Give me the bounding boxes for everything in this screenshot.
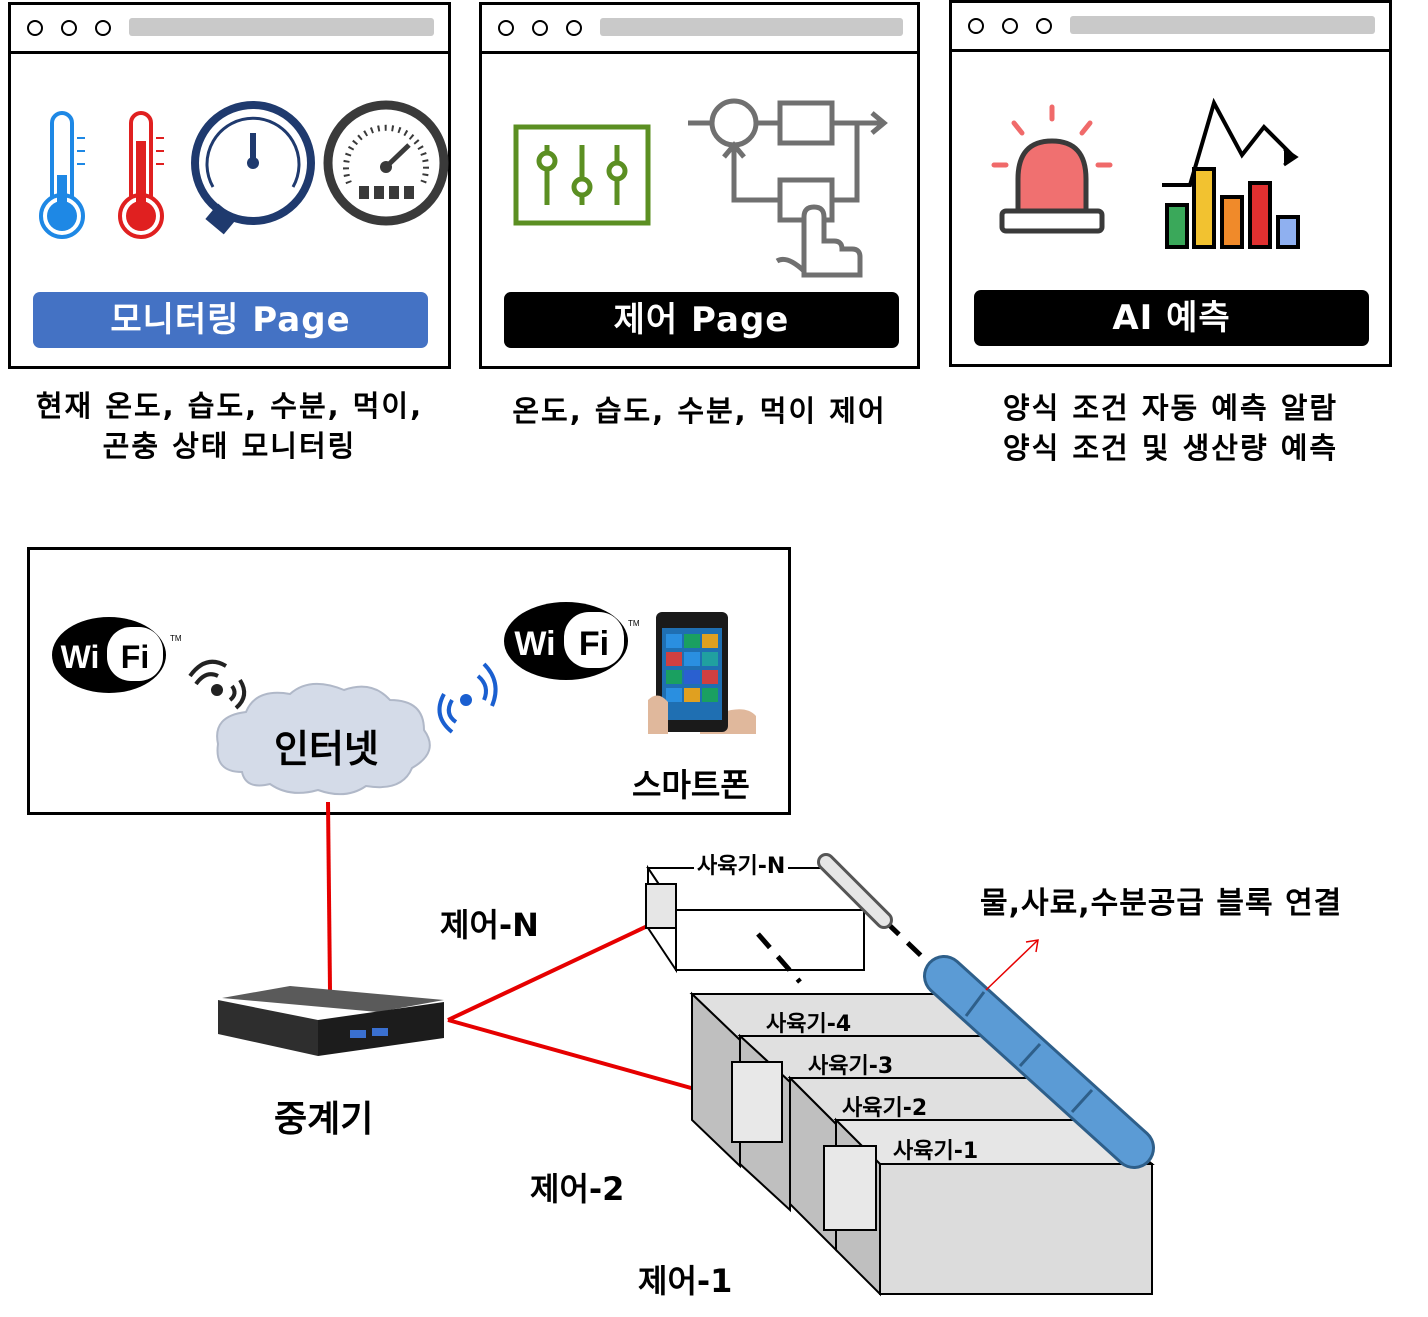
dashed-connector [756, 932, 802, 984]
window-dot [61, 20, 77, 36]
window-dot [498, 20, 514, 36]
window-dot [1036, 18, 1052, 34]
pressure-gauge-icon [191, 101, 315, 235]
hand-pointer-icon [775, 204, 863, 278]
caption-line: 양식 조건 및 생산량 예측 [1002, 431, 1339, 465]
signal-waves-right-icon [437, 662, 498, 734]
supply-arrow [985, 939, 1039, 991]
bar-chart-trend-icon [1162, 97, 1300, 249]
window-dot [968, 18, 984, 34]
smartphone-label: 스마트폰 [632, 766, 750, 804]
relay-label: 중계기 [274, 1099, 374, 1140]
ai-illustration [991, 97, 1300, 249]
link-internet-relay [326, 801, 332, 991]
supply-pipe-icon [817, 853, 1155, 1169]
window-dot [566, 20, 582, 36]
signal-waves-left-icon [188, 659, 247, 710]
unit-4-label: 사육기-4 [766, 1012, 852, 1037]
monitoring-page-button[interactable]: 모니터링 Page [33, 292, 428, 348]
supply-label: 물,사료,수분공급 블록 연결 [980, 886, 1343, 921]
dashed-connector [884, 920, 938, 972]
smartphone-icon [648, 612, 756, 734]
wifi-tm: TM [170, 634, 182, 643]
caption-line: 온도, 습도, 수분, 먹이 제어 [512, 394, 887, 428]
caption-line: 현재 온도, 습도, 수분, 먹이, [35, 389, 424, 423]
wifi-logo-right-icon: Wi Fi TM [504, 602, 640, 680]
window-dot [1002, 18, 1018, 34]
wifi-text: Wi [61, 639, 100, 675]
window-dot [27, 20, 43, 36]
caption-line: 양식 조건 자동 예측 알람 [1002, 391, 1339, 425]
ai-prediction-button[interactable]: AI 예측 [974, 290, 1369, 346]
unit-1-label: 사육기-1 [893, 1139, 979, 1164]
rearing-unit-4 [689, 991, 1003, 1169]
internet-label: 인터넷 [274, 727, 379, 771]
relay-device-icon [218, 986, 444, 1056]
link-relay-unit-2 [447, 1018, 735, 1102]
speedometer-icon [323, 100, 449, 226]
slider-panel-icon [513, 124, 651, 226]
wifi-text: Wi [514, 625, 555, 663]
control-1-label: 제어-1 [638, 1262, 733, 1300]
control-caption: 온도, 습도, 수분, 먹이 제어 [479, 391, 920, 431]
wifi-logo-left-icon: Wi Fi TM [52, 617, 182, 693]
address-bar [129, 18, 434, 36]
wifi-text: Fi [121, 639, 149, 675]
monitoring-caption: 현재 온도, 습도, 수분, 먹이, 곤충 상태 모니터링 [8, 386, 451, 466]
rearing-unit-n [645, 864, 867, 974]
address-bar [600, 18, 903, 36]
internet-cloud-icon [216, 683, 431, 796]
window-titlebar [482, 5, 917, 54]
monitoring-illustration [39, 100, 449, 239]
monitoring-window: 모니터링 Page [8, 2, 451, 369]
control-n-label: 제어-N [440, 906, 539, 944]
wifi-tm: TM [628, 619, 640, 628]
link-relay-unit-n [447, 920, 657, 1022]
unit-n-label: 사육기-N [694, 848, 789, 880]
thermometer-red-icon [118, 111, 164, 239]
alarm-siren-icon [991, 104, 1113, 234]
unit-3-label: 사육기-3 [808, 1054, 894, 1079]
window-dot [532, 20, 548, 36]
control-2-label: 제어-2 [530, 1170, 625, 1208]
window-titlebar [952, 3, 1389, 52]
caption-line: 곤충 상태 모니터링 [102, 429, 357, 463]
rearing-unit-1 [823, 1117, 1155, 1297]
unit-2-label: 사육기-2 [842, 1096, 928, 1121]
control-illustration [513, 98, 888, 278]
address-bar [1070, 16, 1375, 34]
ai-window: AI 예측 [949, 0, 1392, 367]
control-window: 제어 Page [479, 2, 920, 369]
window-titlebar [11, 5, 448, 54]
thermometer-blue-icon [39, 111, 85, 239]
wifi-text: Fi [579, 625, 609, 663]
rearing-unit-3 [731, 1033, 1043, 1213]
ai-caption: 양식 조건 자동 예측 알람 양식 조건 및 생산량 예측 [949, 388, 1392, 468]
window-dot [95, 20, 111, 36]
control-page-button[interactable]: 제어 Page [504, 292, 899, 348]
